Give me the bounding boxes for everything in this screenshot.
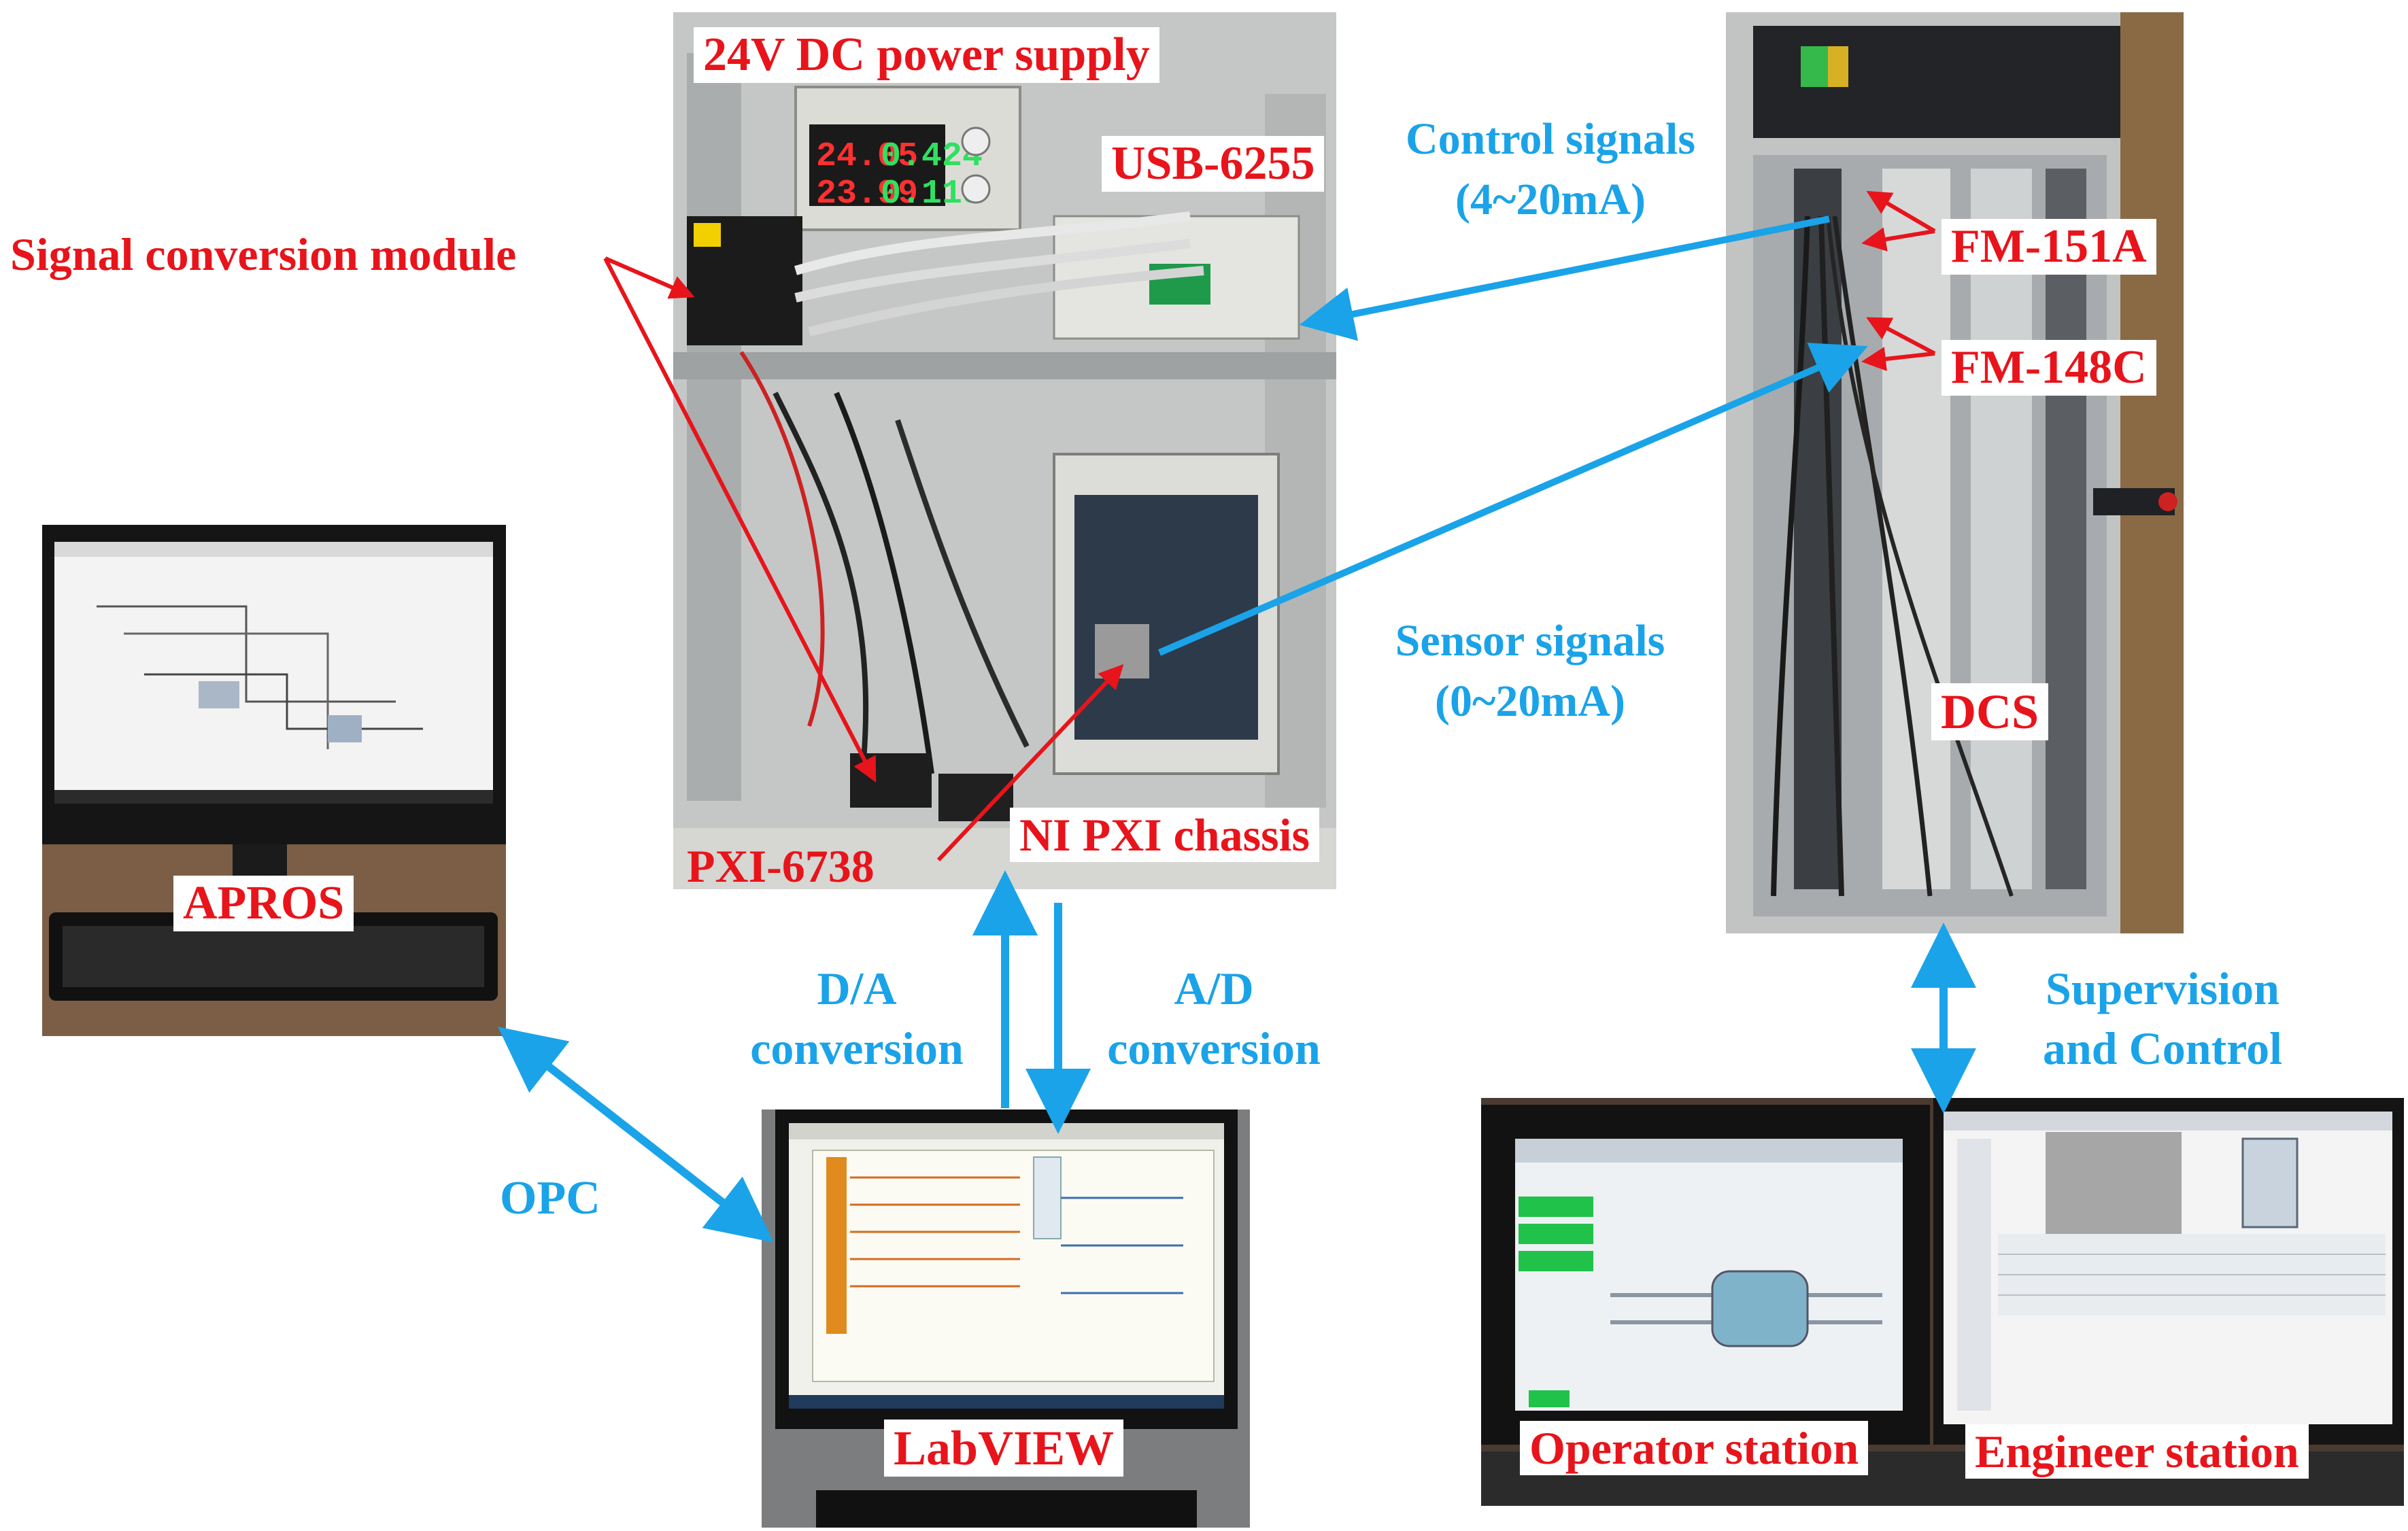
ni-pxi-chassis-label: NI PXI chassis <box>1010 808 1319 862</box>
ad-line2: conversion <box>1107 1022 1321 1075</box>
sensor-signals-label: Sensor signals (0~20mA) <box>1353 610 1707 732</box>
control-signals-line2: (4~20mA) <box>1455 175 1646 225</box>
control-signal-arrow <box>1299 216 1830 341</box>
da-line1: D/A <box>817 963 897 1014</box>
labview-label: LabVIEW <box>884 1420 1124 1477</box>
fm-151a-label: FM-151A <box>1941 219 2156 275</box>
psu-readout-v2: 23.99 <box>816 175 918 213</box>
usb-6255-label: USB-6255 <box>1102 136 1325 192</box>
control-signals-label: Control signals (4~20mA) <box>1360 109 1741 230</box>
apros-label: APROS <box>173 876 354 931</box>
supervision-line1: Supervision <box>2046 963 2279 1014</box>
da-conversion-label: D/A conversion <box>721 959 993 1079</box>
fm-148c-label: FM-148C <box>1941 340 2156 396</box>
signal-conversion-module-label: Signal conversion module <box>10 228 517 280</box>
fm148-pointer-2 <box>1861 347 1935 371</box>
fm148-pointer-1 <box>1866 317 1936 356</box>
engineer-station-label: Engineer station <box>1965 1424 2309 1479</box>
operator-station-label: Operator station <box>1520 1421 1869 1475</box>
stations-illustration <box>1481 1098 2404 1506</box>
signal-module-pointer-2 <box>603 257 877 782</box>
ad-line1: A/D <box>1174 963 1254 1014</box>
supervision-line2: and Control <box>2042 1022 2283 1075</box>
dcs-cabinet-illustration <box>1726 12 2184 933</box>
signal-module-pointer-1 <box>604 256 695 299</box>
supervision-control-label: Supervision and Control <box>1986 959 2339 1079</box>
psu-readout-v1: 24.05 <box>816 137 918 176</box>
fm151-pointer-1 <box>1866 190 1936 233</box>
sensor-signals-line2: (0~20mA) <box>1435 676 1625 727</box>
sensor-signal-arrow <box>1158 343 1868 656</box>
ad-conversion-label: A/D conversion <box>1078 959 1350 1079</box>
opc-arrow <box>498 1027 774 1243</box>
fm151-pointer-2 <box>1861 227 1935 252</box>
apros-photo <box>42 525 506 1036</box>
sensor-signals-line1: Sensor signals <box>1395 616 1665 666</box>
pxi6738-pointer <box>936 664 1124 862</box>
dcs-cabinet-photo <box>1726 12 2184 933</box>
pxi-6738-label: PXI-6738 <box>687 840 875 892</box>
dcs-label: DCS <box>1931 683 2049 740</box>
opc-label: OPC <box>500 1172 600 1224</box>
power-supply-label: 24V DC power supply <box>694 27 1159 83</box>
apros-monitor-illustration <box>42 525 506 1036</box>
control-signals-line1: Control signals <box>1405 114 1696 164</box>
da-line2: conversion <box>750 1022 964 1075</box>
